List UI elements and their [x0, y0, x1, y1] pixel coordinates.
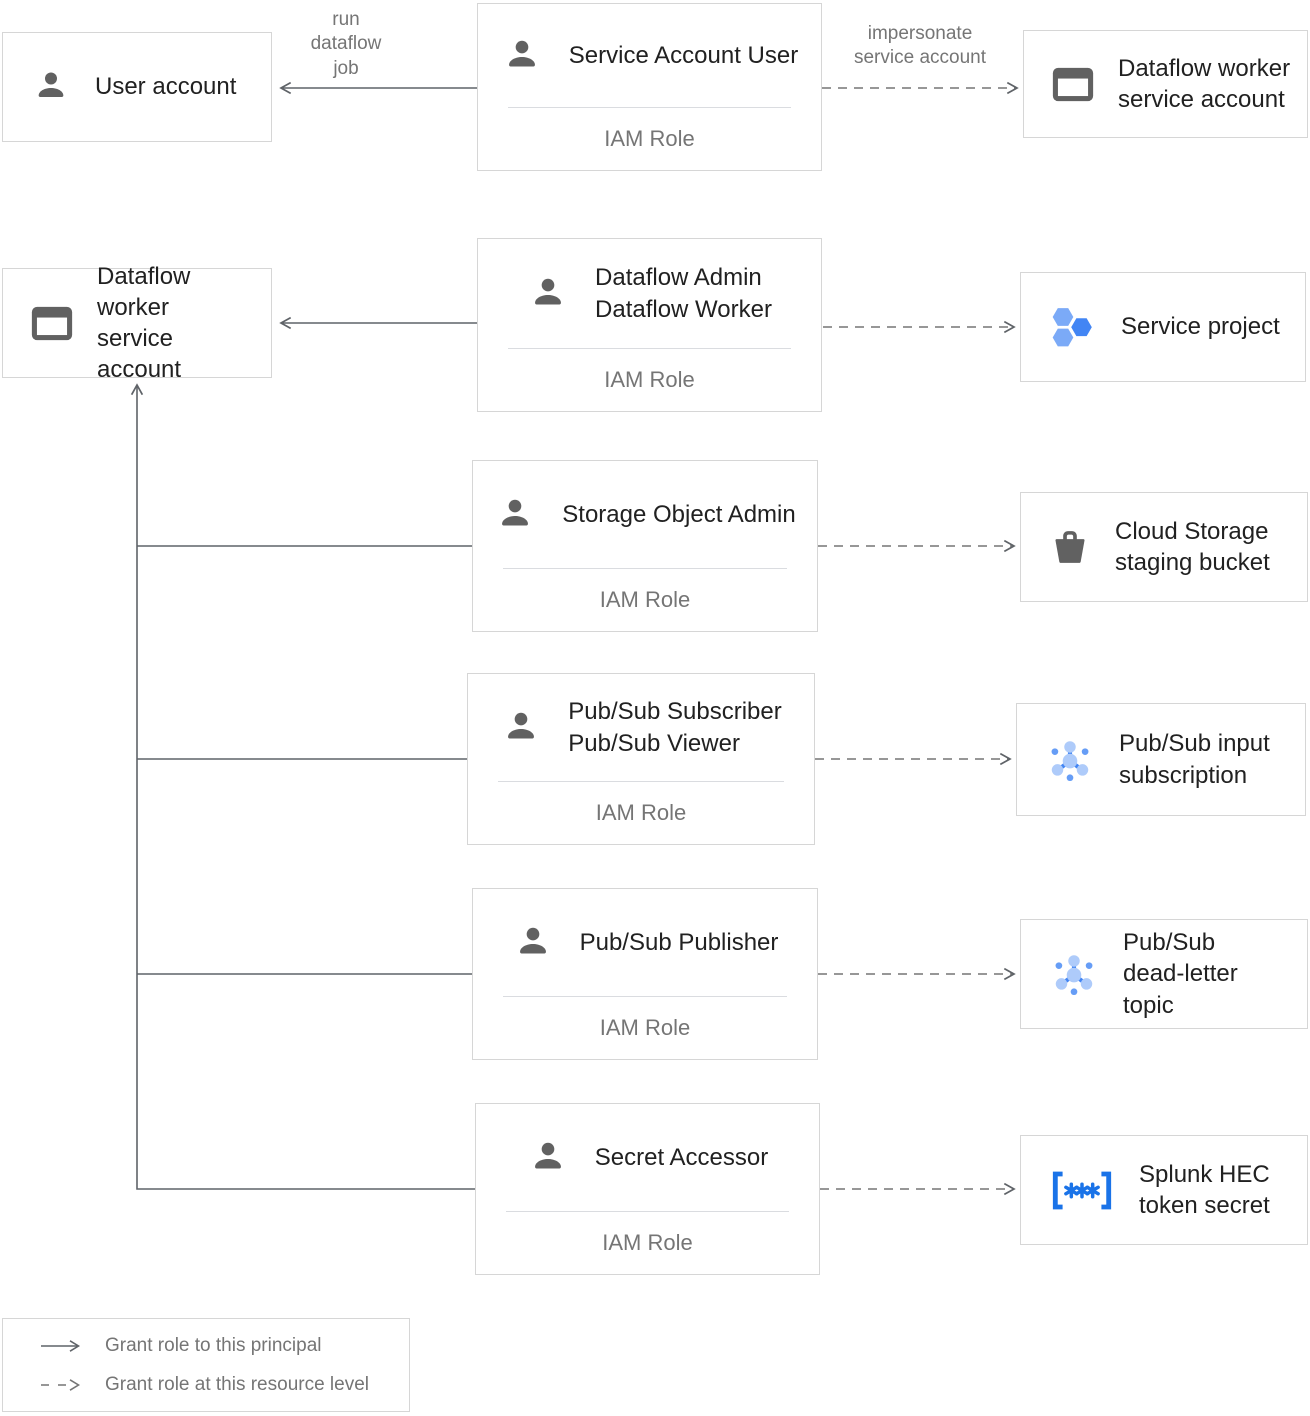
node-user-account: User account: [2, 32, 272, 142]
divider: [506, 1211, 789, 1212]
role-title: Storage Object Admin: [562, 500, 796, 528]
role-subtitle: IAM Role: [595, 800, 687, 825]
role-box-secret-accessor: Secret Accessor IAM Role: [475, 1103, 820, 1275]
person-icon: [527, 273, 569, 315]
role-box-pubsub-publisher: Pub/Sub Publisher IAM Role: [472, 888, 818, 1060]
legend-row-solid: Grant role to this principal: [39, 1335, 409, 1357]
node-dataflow-worker-service-account: Dataflow worker service account: [1023, 30, 1308, 138]
role-subtitle: IAM Role: [599, 1015, 691, 1040]
person-icon: [31, 67, 71, 107]
legend-row-dashed: Grant role at this resource level: [39, 1374, 409, 1396]
node-label: Pub/Sub input subscription: [1119, 730, 1270, 789]
edge-branches: [137, 545, 472, 975]
edge-label-run-dataflow-job: run dataflow job: [310, 9, 382, 79]
node-label: Dataflow worker service account: [97, 262, 191, 384]
role-subtitle: IAM Role: [599, 587, 691, 612]
legend-label: Grant role to this principal: [105, 1334, 322, 1356]
role-title: Secret Accessor: [594, 1143, 769, 1171]
role-title: Pub/Sub Subscriber Pub/Sub Viewer: [568, 698, 782, 757]
node-splunk-hec-token-secret: Splunk HEC token secret: [1020, 1135, 1308, 1245]
role-title: Service Account User: [568, 41, 799, 69]
node-cloud-storage-staging-bucket: Cloud Storage staging bucket: [1020, 492, 1308, 602]
node-label: Service project: [1121, 313, 1280, 341]
divider: [503, 568, 787, 569]
edge-trunk-to-worker-sa: [130, 383, 475, 1190]
legend-label: Grant role at this resource level: [105, 1373, 370, 1395]
solid-arrow-icon: [39, 1338, 85, 1354]
node-service-project: Service project: [1020, 272, 1306, 382]
role-title: Pub/Sub Publisher: [579, 928, 779, 956]
node-label: User account: [95, 73, 237, 101]
person-icon: [501, 35, 543, 77]
node-label: Splunk HEC token secret: [1139, 1160, 1270, 1219]
node-pubsub-input-subscription: Pub/Sub input subscription: [1016, 703, 1306, 816]
role-box-dataflow-admin-worker: Dataflow Admin Dataflow Worker IAM Role: [477, 238, 822, 412]
person-icon: [527, 1137, 569, 1179]
role-subtitle: IAM Role: [604, 367, 695, 392]
node-dataflow-worker-service-account-left: Dataflow worker service account: [2, 263, 272, 383]
edge-label-impersonate-service-account: impersonate service account: [853, 23, 986, 69]
bucket-icon: [1049, 526, 1091, 568]
role-subtitle: IAM Role: [604, 126, 695, 151]
browser-window-icon: [31, 306, 73, 341]
pubsub-graph-icon: [1045, 735, 1095, 785]
secret-brackets-icon: [1049, 1169, 1115, 1212]
role-title: Dataflow Admin Dataflow Worker: [595, 264, 772, 323]
role-box-service-account-user: Service Account User IAM Role: [477, 3, 822, 171]
pubsub-graph-icon: [1049, 949, 1099, 999]
divider: [508, 348, 791, 349]
dashed-arrow-icon: [39, 1377, 85, 1393]
browser-window-icon: [1052, 67, 1094, 102]
divider: [503, 996, 787, 997]
hexagons-project-icon: [1049, 305, 1097, 350]
person-icon: [512, 922, 554, 964]
node-label: Cloud Storage staging bucket: [1115, 517, 1270, 576]
legend: Grant role to this principal Grant role …: [2, 1318, 410, 1412]
role-box-storage-object-admin: Storage Object Admin IAM Role: [472, 460, 818, 632]
node-label: Dataflow worker service account: [1118, 54, 1291, 113]
person-icon: [500, 707, 542, 749]
person-icon: [494, 494, 536, 536]
role-box-pubsub-subscriber-viewer: Pub/Sub Subscriber Pub/Sub Viewer IAM Ro…: [467, 673, 815, 845]
node-pubsub-dead-letter-topic: Pub/Sub dead-letter topic: [1020, 919, 1308, 1029]
node-label: Pub/Sub dead-letter topic: [1123, 929, 1238, 1019]
role-subtitle: IAM Role: [602, 1230, 693, 1255]
divider: [498, 781, 784, 782]
divider: [508, 107, 791, 108]
